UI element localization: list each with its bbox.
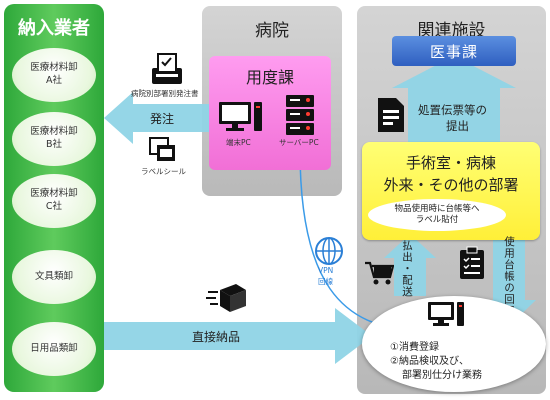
medical-affairs-label: 医事課: [429, 42, 478, 61]
task-inspection-line1: ②納品検収及び、: [390, 356, 469, 367]
clipboard-icon: [460, 246, 484, 279]
vendors-panel: 納入業者 医療材料卸 A社 医療材料卸 B社 医療材料卸 C社 文具類卸 日用品…: [4, 4, 104, 392]
vendor-b-line2: B社: [45, 139, 63, 150]
vendors-title: 納入業者: [18, 18, 90, 39]
procurement-dept-title: 用度課: [245, 68, 294, 87]
hospital-title: 病院: [255, 21, 289, 41]
document-icon: [378, 98, 404, 132]
direct-delivery-arrow: [104, 308, 372, 364]
payout-arrow: [384, 234, 436, 296]
vendor-a[interactable]: 医療材料卸 A社: [12, 48, 96, 102]
vendor-b-line1: 医療材料卸: [30, 126, 78, 138]
submit-slip-arrow: [392, 56, 516, 142]
payout-delivery-label: 払出・配送: [401, 240, 413, 298]
label-seal-label: ラベルシール: [141, 167, 186, 176]
order-arrow: [104, 92, 210, 144]
order-doc-label: 病院別部署別発注書: [131, 89, 199, 98]
server-pc-label: サーバーPC: [279, 138, 319, 147]
terminal-pc-label: 端末PC: [226, 138, 251, 147]
cart-icon: [365, 261, 394, 285]
vendor-daily-goods-label: 日用品類卸: [30, 342, 78, 354]
vendor-daily-goods[interactable]: 日用品類卸: [12, 322, 96, 376]
vendor-stationery-label: 文具類卸: [34, 270, 73, 282]
vpn-label-line1: VPN: [318, 266, 334, 275]
direct-delivery-label: 直接納品: [192, 330, 241, 344]
vendor-c-line2: C社: [45, 201, 63, 212]
server-icon: [286, 95, 314, 135]
task-consumption: ①消費登録: [390, 342, 439, 353]
workstation-icon: [428, 302, 464, 326]
fax-document-icon: [152, 53, 182, 84]
terminal-pc-icon: [219, 102, 262, 131]
usage-ledger-label: 使用台帳の回収: [503, 236, 515, 317]
label-note: 物品使用時に台帳等へ ラベル貼付: [368, 199, 506, 231]
delivery-box-icon: [206, 284, 246, 312]
globe-icon: [315, 237, 343, 265]
vendor-a-line2: A社: [46, 75, 62, 86]
vendor-a-line1: 医療材料卸: [30, 62, 78, 74]
order-arrow-label: 発注: [150, 112, 175, 126]
vendor-c-line1: 医療材料卸: [30, 188, 78, 200]
vendor-c[interactable]: 医療材料卸 C社: [12, 174, 96, 228]
medical-affairs-box[interactable]: 医事課: [392, 36, 516, 66]
label-seal-icon: [149, 137, 175, 161]
departments-line2: 外来・その他の部署: [383, 176, 519, 194]
submit-slip-line2: 提出: [446, 119, 469, 133]
departments-line1: 手術室・病棟: [405, 154, 496, 172]
label-note-line2: ラベル貼付: [415, 215, 459, 225]
vendor-stationery[interactable]: 文具類卸: [12, 250, 96, 304]
vendor-b[interactable]: 医療材料卸 B社: [12, 112, 96, 166]
label-note-line1: 物品使用時に台帳等へ: [394, 203, 480, 214]
vpn-label-line2: 回線: [318, 277, 333, 286]
task-inspection-line2: 部署別仕分け業務: [402, 370, 482, 381]
submit-slip-line1: 処置伝票等の: [418, 103, 487, 117]
